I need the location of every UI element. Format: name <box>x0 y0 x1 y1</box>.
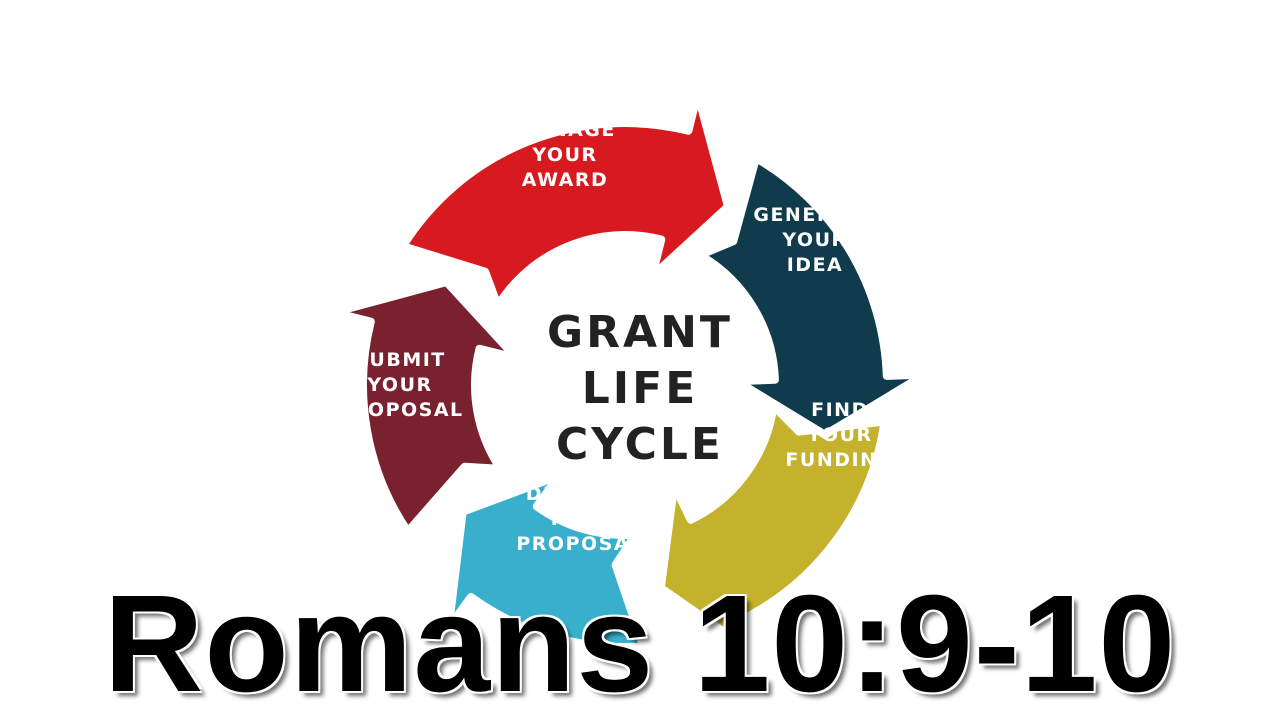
step-label-develop-proposal: DEVELOP YOUR PROPOSAL <box>516 483 644 555</box>
arrow-find-funding <box>656 401 889 659</box>
center-label: GRANT LIFE CYCLE <box>547 307 733 470</box>
arrow-develop-proposal <box>444 471 648 651</box>
slide-title: Romans 10:9-10 <box>103 567 1177 721</box>
arrow-generate-idea <box>696 154 929 439</box>
step-label-find-funding: FIND YOUR FUNDING <box>785 399 895 471</box>
arrow-manage-award <box>398 89 732 310</box>
step-label-submit-proposal: SUBMIT YOUR PROPOSAL <box>336 349 464 421</box>
step-label-manage-award: MANAGE YOUR AWARD <box>514 119 616 191</box>
step-label-generate-idea: GENERATE YOUR IDEA <box>753 204 877 276</box>
arrow-submit-proposal <box>329 278 521 536</box>
